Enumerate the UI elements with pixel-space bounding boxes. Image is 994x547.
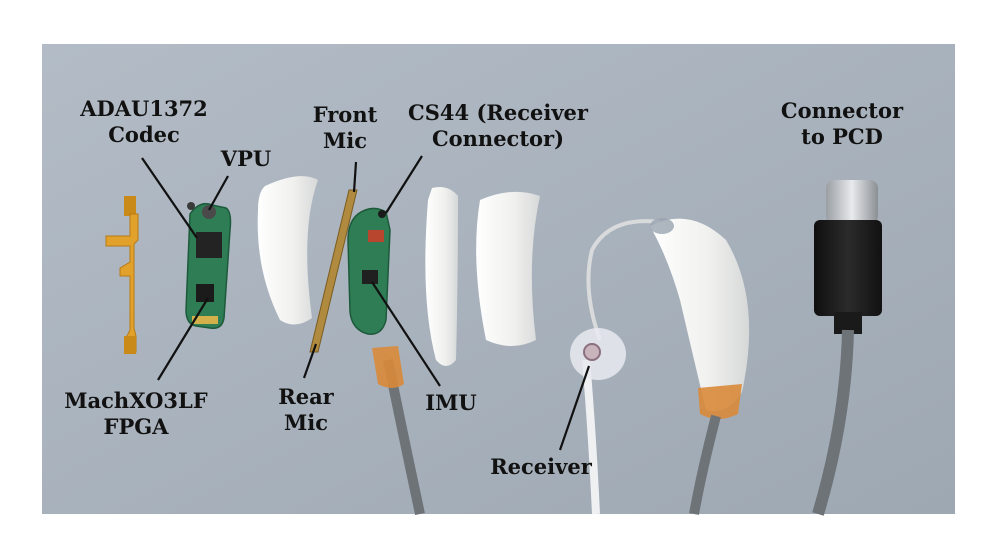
bte-housing (650, 218, 750, 515)
leader-lines (141, 155, 591, 451)
label-receiver: Receiver (476, 454, 606, 480)
label-imu-line1: IMU (425, 390, 477, 415)
label-fpga-line1: MachXO3LF (64, 388, 208, 413)
label-front-mic-line2: Mic (322, 128, 367, 153)
label-codec: ADAU1372 Codec (74, 96, 214, 148)
secondary-pcb (347, 207, 391, 335)
main-pcb (185, 202, 232, 330)
label-cs44-line2: Connector) (431, 126, 565, 151)
label-fpga-line2: FPGA (103, 414, 169, 439)
pcb-cable-tip (372, 346, 404, 388)
label-vpu: VPU (210, 146, 282, 172)
label-rear-mic: Rear Mic (268, 384, 344, 436)
silicone-shell-middle (425, 187, 458, 366)
silicone-shell-left (257, 176, 318, 325)
usb-c-connector (812, 180, 882, 516)
label-rear-mic-line2: Mic (283, 410, 328, 435)
flex-pcb (105, 196, 139, 354)
label-connector-pcd-line2: to PCD (801, 124, 883, 149)
label-codec-line2: Codec (108, 122, 180, 147)
label-connector-pcd: Connector to PCD (772, 98, 912, 150)
label-codec-line1: ADAU1372 (80, 96, 208, 121)
silicone-shell-right (476, 191, 540, 346)
receiver-wire (586, 219, 661, 341)
label-front-mic-line1: Front (312, 102, 378, 127)
label-front-mic: Front Mic (302, 102, 388, 154)
label-cs44: CS44 (Receiver Connector) (400, 100, 596, 152)
label-rear-mic-line1: Rear (278, 384, 334, 409)
label-fpga: MachXO3LF FPGA (56, 388, 216, 440)
label-connector-pcd-line1: Connector (780, 98, 904, 123)
label-vpu-line1: VPU (220, 146, 272, 171)
label-imu: IMU (416, 390, 486, 416)
label-cs44-line1: CS44 (Receiver (408, 100, 588, 125)
label-receiver-line1: Receiver (490, 454, 592, 479)
